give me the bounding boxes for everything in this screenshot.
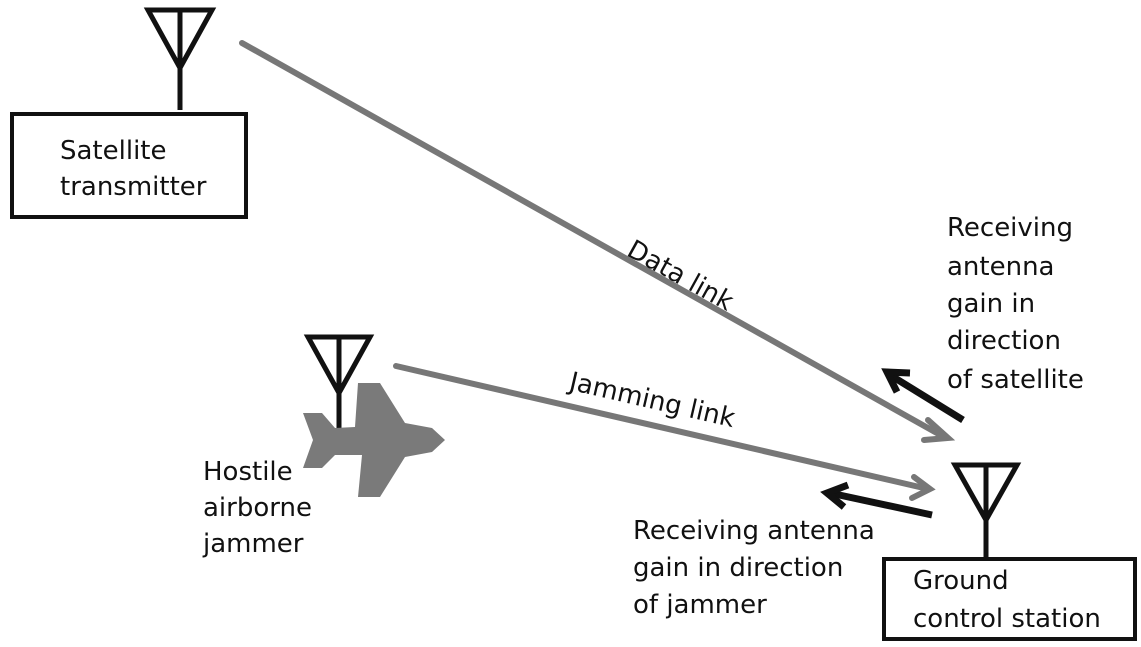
ground-control-box — [882, 557, 1137, 641]
gain-jammer-label-1: Receiving antenna — [633, 516, 875, 546]
aircraft-icon — [303, 383, 445, 497]
jamming-link-line — [393, 363, 936, 501]
jammer-label-2: airborne — [203, 493, 312, 523]
gain-jammer-arrow-icon — [820, 481, 933, 519]
gain-satellite-label-1: Receiving — [947, 213, 1074, 243]
satellite-label-2: transmitter — [60, 172, 207, 202]
satellite-transmitter-box — [10, 112, 248, 219]
data-link-line — [239, 40, 956, 443]
gain-satellite-label-2: antenna — [947, 252, 1055, 282]
gain-satellite-label-3: gain in — [947, 289, 1036, 319]
ground-label-1: Ground — [913, 566, 1009, 596]
satellite-label-1: Satellite — [60, 136, 167, 166]
gain-satellite-label-5: of satellite — [947, 365, 1084, 395]
ground-antenna-icon — [950, 462, 1022, 557]
gain-satellite-arrow-icon — [881, 368, 965, 423]
gain-jammer-label-3: of jammer — [633, 590, 767, 620]
gain-satellite-label-4: direction — [947, 326, 1061, 356]
jammer-antenna-icon — [303, 334, 375, 428]
ground-label-2: control station — [913, 604, 1101, 634]
gain-jammer-label-2: gain in direction — [633, 553, 844, 583]
jammer-label-3: jammer — [203, 529, 304, 559]
satellite-antenna-icon — [143, 7, 217, 110]
jammer-label-1: Hostile — [203, 457, 293, 487]
